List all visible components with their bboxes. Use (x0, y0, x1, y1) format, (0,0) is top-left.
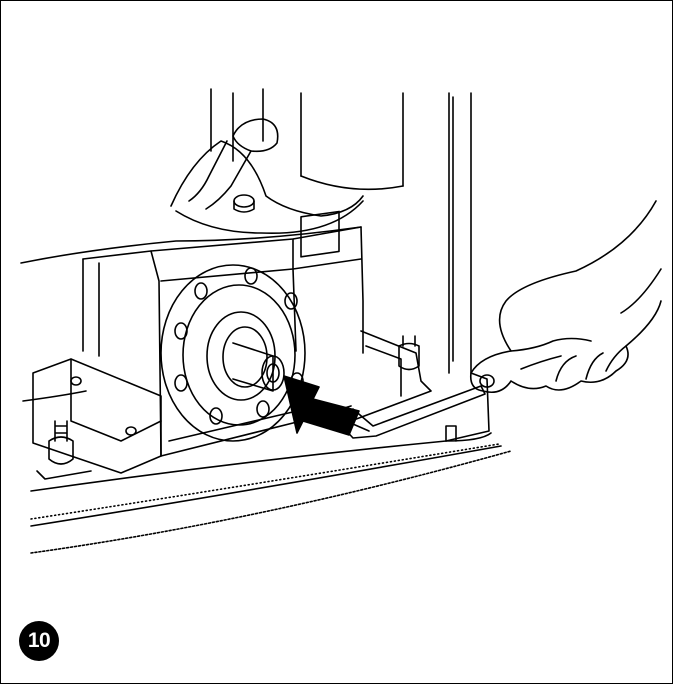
arrow-right-icon (283, 375, 360, 436)
motor-housing (170, 88, 404, 235)
output-flange (160, 264, 306, 442)
hand-illustration (469, 200, 662, 394)
outer-casing (20, 92, 490, 442)
output-shaft (232, 342, 285, 392)
right-bracket (350, 330, 432, 422)
base-plate (30, 425, 512, 554)
allen-key-icon (340, 385, 486, 439)
left-bracket (32, 358, 162, 480)
figure-number-badge: 10 (19, 621, 59, 661)
